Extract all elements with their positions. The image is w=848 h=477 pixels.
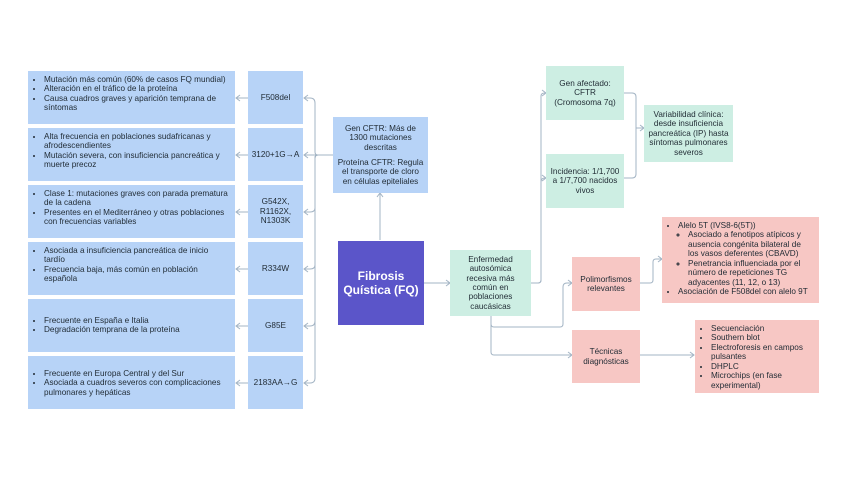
mutation-detail: Frecuente en Europa Central y del Sur	[44, 369, 229, 378]
f508del-9t-association: Asociación de F508del con alelo 9T	[678, 287, 813, 296]
mutation-detail: Clase 1: mutaciones graves con parada pr…	[44, 189, 229, 208]
mutation-name-f508del: F508del	[248, 71, 303, 124]
technique-item: Microchips (en fase experimental)	[711, 371, 813, 390]
gene-cftr-mutations: Gen CFTR: Más de 1300 mutaciones descrit…	[345, 123, 416, 152]
allele-5t-sub: Asociado a fenotipos atípicos y ausencia…	[688, 230, 813, 258]
mutation-detail: Frecuencia baja, más común en población …	[44, 265, 229, 284]
mutation-details-2183: Frecuente en Europa Central y del Sur As…	[28, 356, 235, 409]
mutation-detail: Mutación más común (60% de casos FQ mund…	[44, 75, 229, 84]
techniques-list-box: Secuenciación Southern blot Electrofores…	[695, 320, 819, 393]
mutation-detail: Frecuente en España e Italia	[44, 316, 229, 325]
allele-5t-sub: Penetrancia influenciada por el número d…	[688, 259, 813, 287]
technique-item: Electroforesis en campos pulsantes	[711, 343, 813, 362]
allele-5t-label: Alelo 5T (IVS8-6(5T))	[678, 221, 756, 230]
technique-item: Southern blot	[711, 333, 813, 342]
allele-5t-item: Alelo 5T (IVS8-6(5T)) Asociado a fenotip…	[678, 221, 813, 287]
disease-description: Enfermedad autosómica recesiva más común…	[450, 250, 531, 316]
techniques-label-box: Técnicas diagnósticas	[572, 330, 640, 383]
mutation-detail: Alta frecuencia en poblaciones sudafrica…	[44, 132, 229, 151]
mutation-detail: Asociada a cuadros severos con complicac…	[44, 378, 229, 397]
main-topic: Fibrosis Quística (FQ)	[338, 241, 424, 325]
mutation-detail: Degradación temprana de la proteína	[44, 325, 229, 334]
technique-item: Secuenciación	[711, 324, 813, 333]
clinical-variability-box: Variabilidad clínica: desde insuficienci…	[644, 105, 733, 162]
gene-affected-box: Gen afectado: CFTR (Cromosoma 7q)	[546, 66, 624, 120]
mutation-detail: Presentes en el Mediterráneo y otras pob…	[44, 208, 229, 227]
mutation-name-r334w: R334W	[248, 242, 303, 295]
mutation-details-g85e: Frecuente en España e Italia Degradación…	[28, 299, 235, 352]
polymorphisms-details-box: Alelo 5T (IVS8-6(5T)) Asociado a fenotip…	[662, 217, 819, 303]
polymorphisms-label-box: Polimorfismos relevantes	[572, 257, 640, 311]
incidence-box: Incidencia: 1/1,700 a 1/7,700 nacidos vi…	[546, 154, 624, 208]
mutation-details-3120: Alta frecuencia en poblaciones sudafrica…	[28, 128, 235, 181]
mutation-name-g85e: G85E	[248, 299, 303, 352]
mutation-detail: Causa cuadros graves y aparición tempran…	[44, 94, 229, 113]
gene-cftr-box: Gen CFTR: Más de 1300 mutaciones descrit…	[333, 117, 428, 193]
mutation-details-f508del: Mutación más común (60% de casos FQ mund…	[28, 71, 235, 124]
mutation-details-class1: Clase 1: mutaciones graves con parada pr…	[28, 185, 235, 238]
mutation-name-class1: G542X, R1162X, N1303K	[248, 185, 303, 238]
technique-item: DHPLC	[711, 362, 813, 371]
mutation-detail: Mutación severa, con insuficiencia pancr…	[44, 151, 229, 170]
mutation-name-3120: 3120+1G→A	[248, 128, 303, 181]
protein-cftr-function: Proteína CFTR: Regula el transporte de c…	[337, 158, 424, 186]
mutation-details-r334w: Asociada a insuficiencia pancreática de …	[28, 242, 235, 295]
mutation-detail: Alteración en el tráfico de la proteína	[44, 84, 229, 93]
mutation-detail: Asociada a insuficiencia pancreática de …	[44, 246, 229, 265]
mutation-name-2183: 2183AA→G	[248, 356, 303, 409]
